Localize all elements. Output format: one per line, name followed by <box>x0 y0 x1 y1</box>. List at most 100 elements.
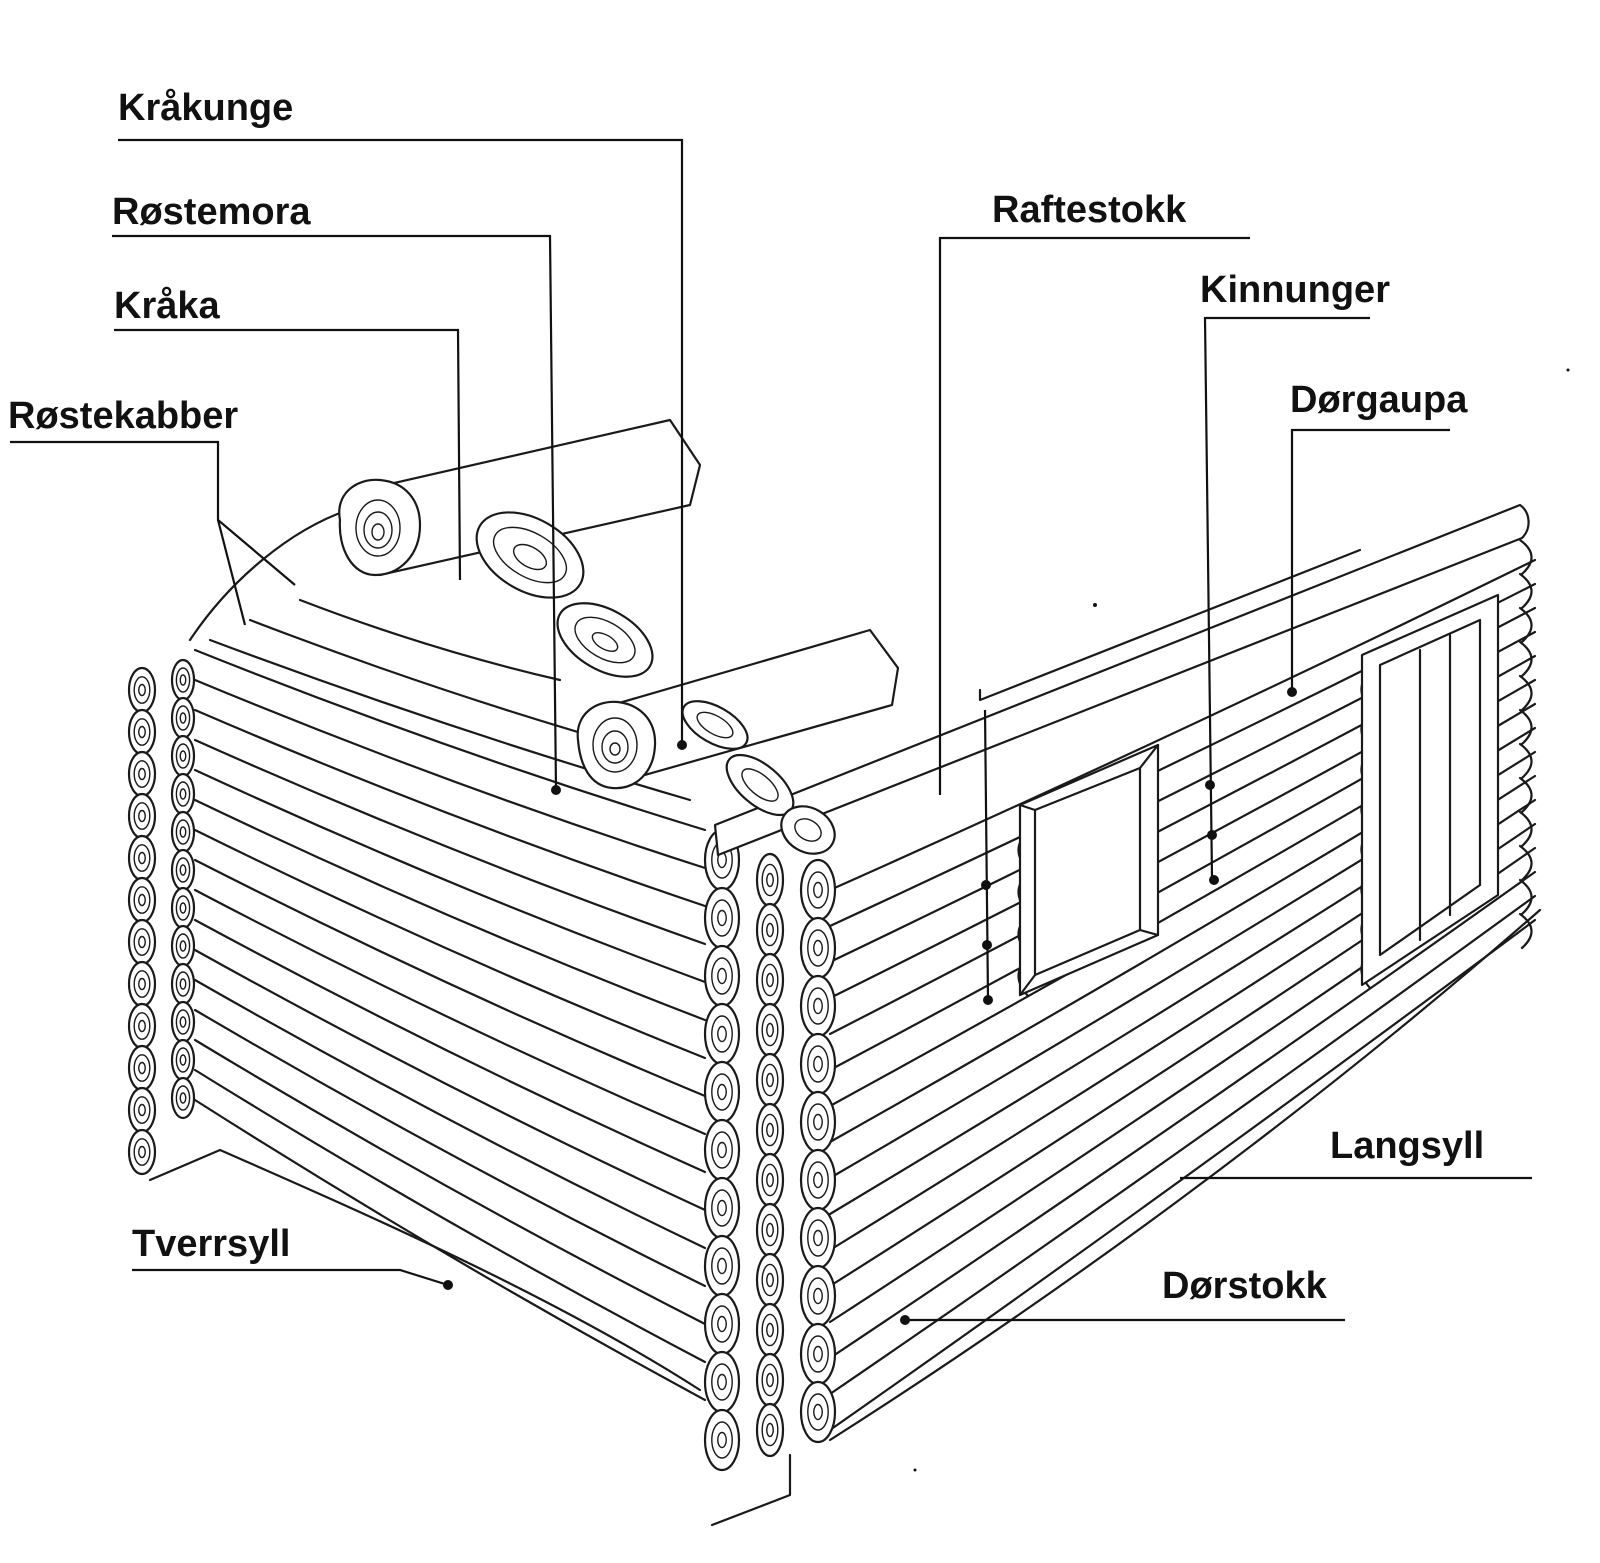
log-end-ring <box>761 1413 779 1447</box>
label-krakunge: Kråkunge <box>118 87 293 129</box>
log-end <box>755 1052 785 1108</box>
log-end-core <box>138 725 146 739</box>
log-end <box>127 1128 157 1176</box>
leader-dot-dorstokk <box>900 1315 910 1325</box>
log-end-core <box>179 750 187 762</box>
log-end-ring <box>807 1335 829 1373</box>
log-end-ring <box>761 963 779 997</box>
log-end <box>755 1202 785 1258</box>
log-end <box>755 1102 785 1158</box>
log-end <box>127 960 157 1008</box>
log-end-ring <box>761 1363 779 1397</box>
log-end-ring <box>175 933 191 959</box>
log-end-core <box>179 1016 187 1028</box>
left-corner-log-ends <box>127 658 196 1176</box>
log-house-drawing <box>127 368 1570 1527</box>
leader-dorgaupa <box>1290 428 1450 690</box>
gable-log-ends <box>475 511 836 855</box>
log-end <box>170 658 196 702</box>
log-end-core <box>138 767 146 781</box>
log-end <box>170 848 196 892</box>
leader-kraka <box>114 328 462 581</box>
log-end <box>170 1038 196 1082</box>
log-end-core <box>813 1403 823 1421</box>
log-end-core <box>717 1199 727 1217</box>
log-end-core <box>813 939 823 957</box>
log-end-core <box>766 1022 774 1038</box>
log-end-core <box>766 1122 774 1138</box>
log-end <box>799 1264 837 1328</box>
log-end <box>170 962 196 1006</box>
label-rostekabber: Røstekabber <box>8 395 238 437</box>
gable-wall-log <box>193 948 707 1212</box>
label-raftestokk: Raftestokk <box>992 189 1187 231</box>
log-end <box>703 1060 741 1124</box>
gable-wall-log <box>193 1008 707 1288</box>
gable-wall-log <box>193 978 707 1250</box>
log-end-ring <box>711 1131 733 1169</box>
label-tverrsyll: Tverrsyll <box>132 1223 290 1265</box>
log-end <box>799 1032 837 1096</box>
log-end <box>170 1076 196 1120</box>
log-end-core <box>138 1103 146 1117</box>
langsyll-bottom-edge <box>828 908 1542 1442</box>
log-end-core <box>766 972 774 988</box>
label-dorgaupa: Dørgaupa <box>1290 379 1468 421</box>
gable-wall-log <box>193 798 707 1022</box>
log-end-core <box>717 1373 727 1391</box>
log-end-ring <box>133 676 151 704</box>
log-end-ring <box>711 1015 733 1053</box>
log-end-ring <box>175 1047 191 1073</box>
log-end <box>755 1252 785 1308</box>
long-wall-log-end <box>1518 878 1533 916</box>
log-end-core <box>179 712 187 724</box>
leader-dot-kinnunger-3 <box>1209 875 1219 885</box>
log-end-ring <box>175 895 191 921</box>
long-wall-log <box>828 918 1537 1432</box>
label-langsyll: Langsyll <box>1330 1125 1484 1167</box>
log-end <box>127 918 157 966</box>
log-end-core <box>717 909 727 927</box>
log-end-ring <box>807 1393 829 1431</box>
log-end <box>170 1000 196 1044</box>
long-wall-log-end <box>1518 810 1533 848</box>
log-end-ring <box>761 1263 779 1297</box>
log-end-core <box>138 977 146 991</box>
log-end <box>703 1408 741 1472</box>
log-end-core <box>179 902 187 914</box>
log-end <box>755 852 785 908</box>
long-wall-log <box>828 894 1537 1396</box>
leader-dot-kinnunger-1 <box>1205 780 1215 790</box>
log-end <box>127 1086 157 1134</box>
log-end-core <box>813 1055 823 1073</box>
long-wall-log-end <box>1518 776 1533 814</box>
leader-dot-tverrsyll <box>443 1280 453 1290</box>
log-end-core <box>717 1315 727 1333</box>
log-end <box>703 1118 741 1182</box>
leader-tverrsyll <box>132 1268 449 1287</box>
log-end <box>703 1350 741 1414</box>
log-end-core <box>179 674 187 686</box>
log-end <box>799 1148 837 1212</box>
log-end <box>755 1152 785 1208</box>
log-end-ring <box>807 929 829 967</box>
log-end-ring <box>175 705 191 731</box>
log-end-core <box>813 1345 823 1363</box>
log-end <box>703 1292 741 1356</box>
log-end <box>703 1002 741 1066</box>
leader-kinnunger-left <box>983 709 990 1001</box>
log-end-ring <box>711 957 733 995</box>
leader-krakunge <box>118 138 684 745</box>
log-end-ring <box>761 1063 779 1097</box>
log-end-ring <box>761 913 779 947</box>
speck <box>1566 368 1570 372</box>
leader-kinnunger-top <box>1203 316 1370 879</box>
log-end-ring <box>761 1313 779 1347</box>
log-end <box>127 1002 157 1050</box>
log-end-core <box>717 1141 727 1159</box>
log-end-core <box>138 851 146 865</box>
log-end-ring <box>807 1045 829 1083</box>
front-sill-base <box>710 1453 792 1527</box>
speck <box>913 1468 917 1472</box>
